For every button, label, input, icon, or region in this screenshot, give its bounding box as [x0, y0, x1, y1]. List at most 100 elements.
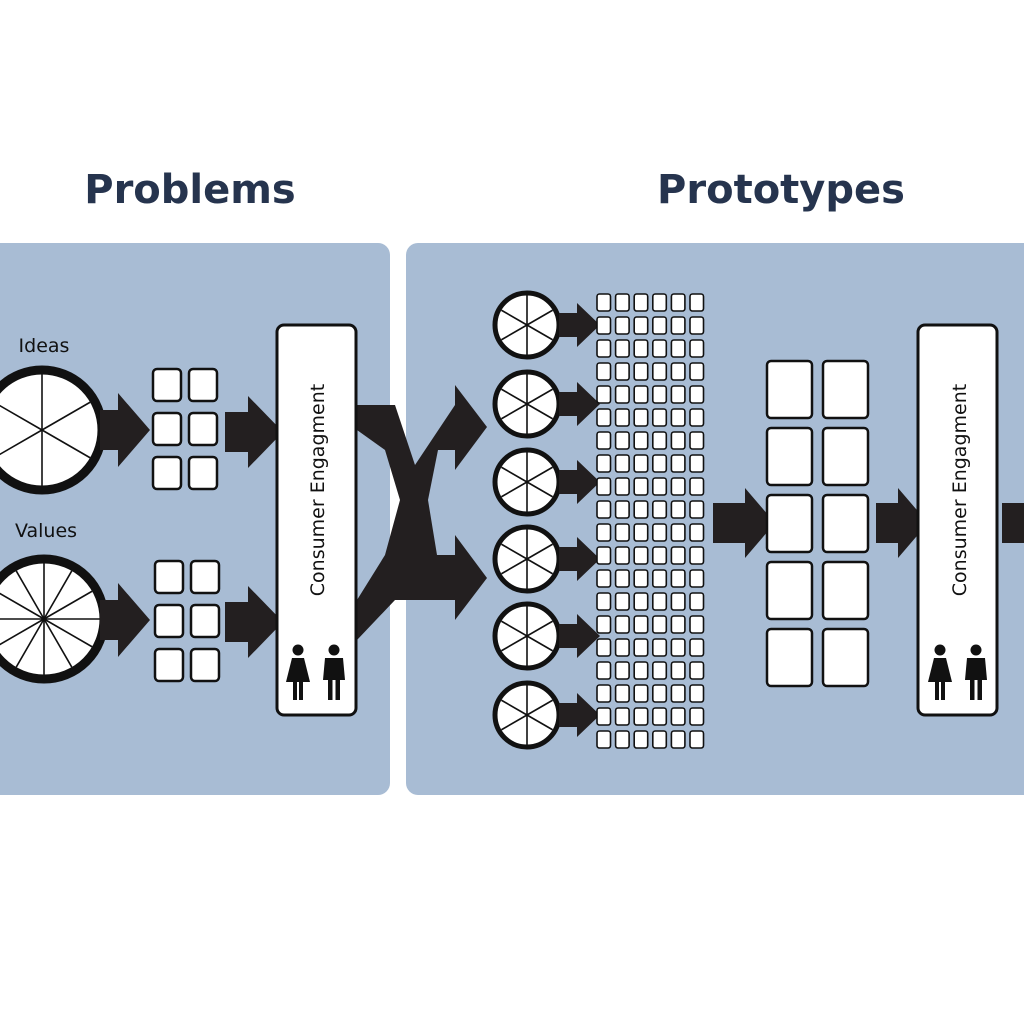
- grid-box: [689, 569, 705, 588]
- grid-box: [689, 592, 705, 611]
- grid-box: [670, 293, 686, 312]
- grid-box: [633, 707, 649, 726]
- grid-box: [689, 293, 705, 312]
- grid-box: [765, 493, 814, 554]
- grid-box: [670, 707, 686, 726]
- grid-box: [614, 684, 630, 703]
- grid-box: [596, 454, 612, 473]
- grid-box: [670, 454, 686, 473]
- grid-box: [633, 500, 649, 519]
- grid-box: [765, 560, 814, 621]
- problems-heading: Problems: [84, 167, 295, 213]
- grid-box: [689, 615, 705, 634]
- right-arrow-icon: [559, 614, 600, 658]
- grid-box: [633, 638, 649, 657]
- ideas-box-grid: [151, 367, 219, 491]
- grid-box: [765, 426, 814, 487]
- grid-box: [633, 477, 649, 496]
- grid-box: [651, 730, 668, 749]
- grid-box: [689, 546, 705, 565]
- grid-box: [596, 316, 612, 335]
- grid-box: [633, 684, 649, 703]
- consumer-engagement-label-left: Consumer Engagment: [307, 384, 329, 596]
- grid-box: [765, 627, 814, 688]
- grid-box: [614, 638, 630, 657]
- grid-box: [651, 293, 668, 312]
- grid-box: [596, 477, 612, 496]
- grid-box: [670, 569, 686, 588]
- grid-box: [670, 638, 686, 657]
- prototypes-heading: Prototypes: [657, 167, 905, 213]
- idea-wheel-icon-1: [492, 290, 562, 360]
- grid-box: [633, 730, 649, 749]
- idea-wheel-icon-6: [492, 680, 562, 750]
- idea-wheel-icon-4: [492, 524, 562, 594]
- grid-box: [187, 455, 219, 491]
- grid-box: [689, 477, 705, 496]
- grid-box: [670, 546, 686, 565]
- grid-box: [187, 367, 219, 403]
- grid-box: [633, 592, 649, 611]
- ideas-label: Ideas: [19, 335, 70, 357]
- grid-box: [614, 385, 630, 404]
- grid-box: [689, 385, 705, 404]
- grid-box: [614, 707, 630, 726]
- grid-box: [689, 661, 705, 680]
- grid-box: [670, 661, 686, 680]
- grid-box: [614, 454, 630, 473]
- grid-box: [689, 523, 705, 542]
- grid-box: [633, 523, 649, 542]
- grid-box: [614, 500, 630, 519]
- grid-box: [689, 638, 705, 657]
- grid-box: [670, 592, 686, 611]
- grid-box: [633, 661, 649, 680]
- grid-box: [670, 362, 686, 381]
- grid-box: [765, 359, 814, 420]
- grid-box: [670, 316, 686, 335]
- grid-box: [821, 426, 870, 487]
- grid-box: [689, 362, 705, 381]
- boxes-to-engagement-arrow: [876, 488, 928, 558]
- grid-box: [689, 500, 705, 519]
- grid-box: [596, 546, 612, 565]
- grid-box: [614, 293, 630, 312]
- grid-box: [596, 684, 612, 703]
- grid-box: [614, 730, 630, 749]
- grid-box: [689, 707, 705, 726]
- grid-box: [670, 385, 686, 404]
- grid-box: [596, 431, 612, 450]
- grid-box: [821, 493, 870, 554]
- grid-box: [596, 408, 612, 427]
- grid-box: [651, 661, 668, 680]
- consumer-engagement-box-left: Consumer Engagment: [275, 323, 358, 717]
- grid-box: [189, 559, 221, 595]
- values-box-grid: [153, 559, 221, 683]
- grid-box: [651, 546, 668, 565]
- grid-box: [189, 603, 221, 639]
- consumer-engagement-box-right: Consumer Engagment: [916, 323, 999, 717]
- values-to-boxes-arrow: [100, 583, 150, 657]
- grid-box: [651, 500, 668, 519]
- grid-box: [153, 603, 185, 639]
- idea-wheel-icon-3: [492, 447, 562, 517]
- grid-box: [596, 638, 612, 657]
- grid-box: [651, 638, 668, 657]
- grid-box: [689, 339, 705, 358]
- grid-box: [651, 523, 668, 542]
- ideas-grid-to-engagement-arrow: [225, 396, 283, 468]
- grid-box: [633, 293, 649, 312]
- grid-box: [689, 730, 705, 749]
- grid-box: [633, 431, 649, 450]
- grid-box: [153, 559, 185, 595]
- right-arrow-icon: [559, 382, 600, 426]
- ideas-wheel-icon: [0, 365, 107, 495]
- selected-prototype-grid: [765, 359, 870, 688]
- values-wheel-icon: [0, 554, 109, 684]
- right-arrow-icon: [559, 537, 600, 581]
- grid-box: [651, 684, 668, 703]
- grid-box: [670, 339, 686, 358]
- grid-box: [614, 615, 630, 634]
- grid-box: [633, 339, 649, 358]
- grid-box: [689, 454, 705, 473]
